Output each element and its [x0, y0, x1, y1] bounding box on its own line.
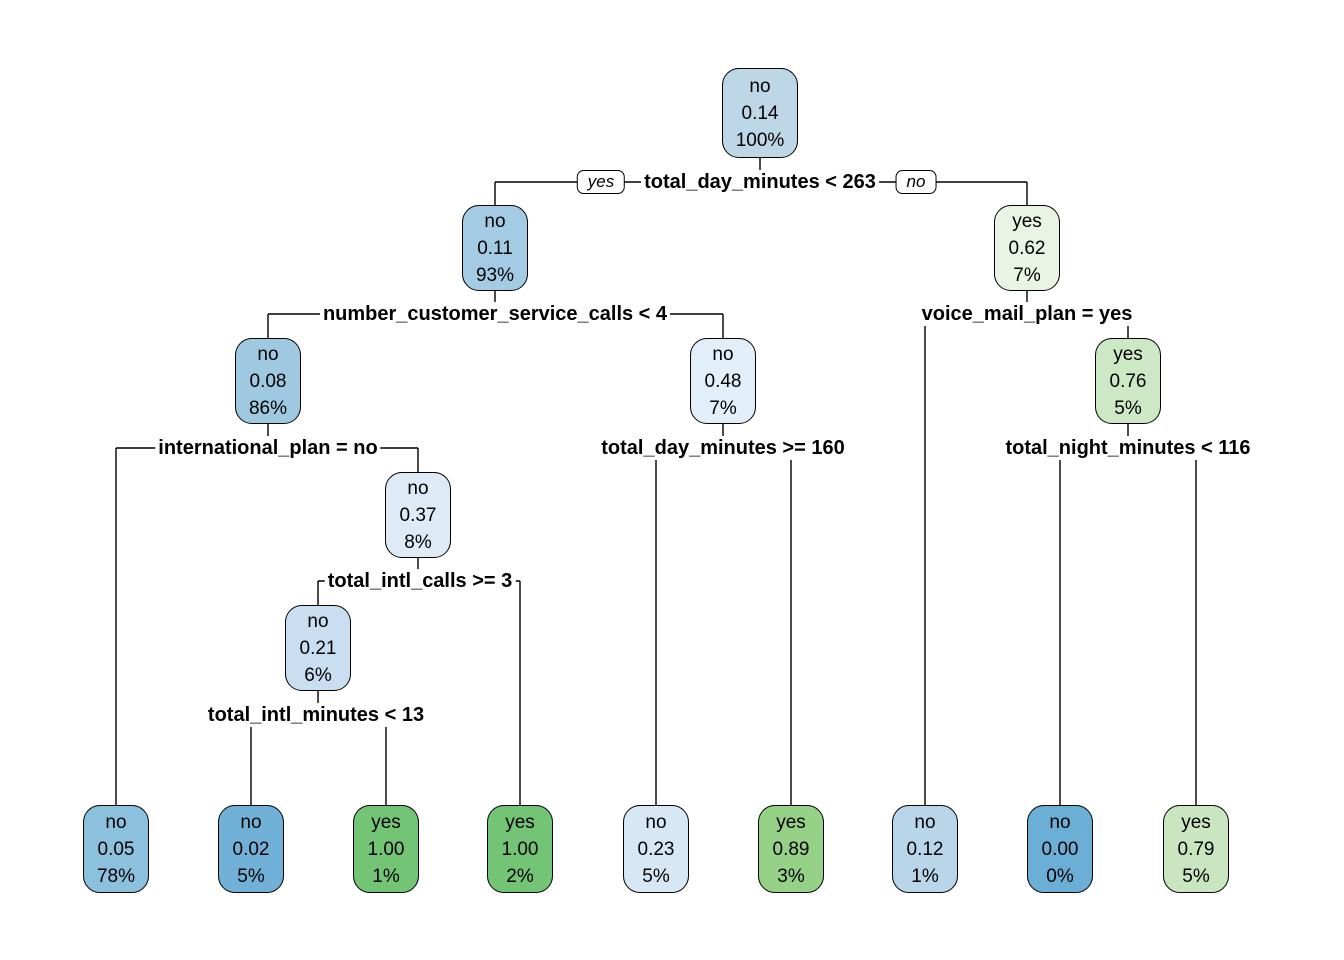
node-class-label: yes: [1181, 811, 1211, 833]
node-class-label: no: [484, 210, 506, 232]
split-label-total-day-minutes-160: total_day_minutes >= 160: [598, 436, 848, 460]
node-percent: 2%: [506, 865, 534, 887]
tree-node-86pct: no 0.08 86%: [235, 338, 301, 424]
node-class-label: no: [105, 811, 127, 833]
edge-label-yes: yes: [576, 170, 626, 194]
tree-node-7pct-yes: yes 0.62 7%: [994, 205, 1060, 291]
split-label-total-intl-minutes: total_intl_minutes < 13: [204, 703, 428, 727]
node-probability: 0.76: [1109, 370, 1147, 392]
node-percent: 6%: [304, 664, 332, 686]
node-probability: 0.23: [637, 838, 675, 860]
tree-node-21prob: no 0.21 6%: [285, 605, 351, 691]
tree-leaf-3: yes 1.00 1%: [353, 805, 419, 893]
node-percent: 3%: [777, 865, 805, 887]
tree-leaf-4: yes 1.00 2%: [487, 805, 553, 893]
tree-node-48prob: no 0.48 7%: [690, 338, 756, 424]
tree-leaf-7: no 0.12 1%: [892, 805, 958, 893]
node-probability: 0.79: [1177, 838, 1215, 860]
tree-leaf-2: no 0.02 5%: [218, 805, 284, 893]
node-percent: 5%: [1114, 397, 1142, 419]
tree-leaf-8: no 0.00 0%: [1027, 805, 1093, 893]
split-label-customer-service-calls: number_customer_service_calls < 4: [319, 302, 671, 326]
node-class-label: no: [712, 343, 734, 365]
node-percent: 100%: [735, 129, 785, 151]
node-probability: 0.62: [1008, 237, 1046, 259]
tree-leaf-1: no 0.05 78%: [83, 805, 149, 893]
node-probability: 0.89: [772, 838, 810, 860]
edge-label-no: no: [895, 170, 937, 194]
split-label-voice-mail-plan: voice_mail_plan = yes: [918, 302, 1136, 326]
node-percent: 1%: [911, 865, 939, 887]
node-probability: 0.14: [741, 102, 779, 124]
node-class-label: no: [645, 811, 667, 833]
node-percent: 1%: [372, 865, 400, 887]
tree-node-93pct: no 0.11 93%: [462, 205, 528, 291]
node-probability: 0.21: [299, 637, 337, 659]
tree-node-76prob: yes 0.76 5%: [1095, 338, 1161, 424]
node-class-label: no: [307, 610, 329, 632]
node-percent: 5%: [237, 865, 265, 887]
split-label-total-day-minutes-263: total_day_minutes < 263: [641, 170, 879, 194]
tree-leaf-6: yes 0.89 3%: [758, 805, 824, 893]
node-percent: 7%: [1013, 264, 1041, 286]
node-class-label: yes: [1012, 210, 1042, 232]
tree-node-root: no 0.14 100%: [722, 68, 798, 158]
node-class-label: no: [240, 811, 262, 833]
node-percent: 5%: [1182, 865, 1210, 887]
tree-node-37prob: no 0.37 8%: [385, 472, 451, 558]
node-probability: 0.08: [249, 370, 287, 392]
node-probability: 0.05: [97, 838, 135, 860]
node-class-label: yes: [776, 811, 806, 833]
node-class-label: yes: [371, 811, 401, 833]
split-label-total-intl-calls: total_intl_calls >= 3: [324, 569, 516, 593]
node-probability: 0.37: [399, 504, 437, 526]
node-class-label: no: [407, 477, 429, 499]
node-class-label: yes: [505, 811, 535, 833]
node-probability: 0.12: [906, 838, 944, 860]
split-label-total-night-minutes: total_night_minutes < 116: [1002, 436, 1254, 460]
node-probability: 0.02: [232, 838, 270, 860]
node-percent: 5%: [642, 865, 670, 887]
node-percent: 8%: [404, 531, 432, 553]
node-class-label: no: [1049, 811, 1071, 833]
node-class-label: yes: [1113, 343, 1143, 365]
node-probability: 1.00: [501, 838, 539, 860]
node-percent: 0%: [1046, 865, 1074, 887]
node-percent: 7%: [709, 397, 737, 419]
node-percent: 86%: [248, 397, 288, 419]
node-probability: 0.48: [704, 370, 742, 392]
node-probability: 0.00: [1041, 838, 1079, 860]
node-class-label: no: [749, 75, 771, 97]
node-probability: 1.00: [367, 838, 405, 860]
tree-leaf-5: no 0.23 5%: [623, 805, 689, 893]
node-probability: 0.11: [477, 237, 513, 259]
node-percent: 78%: [96, 865, 136, 887]
node-class-label: no: [914, 811, 936, 833]
tree-leaf-9: yes 0.79 5%: [1163, 805, 1229, 893]
node-class-label: no: [257, 343, 279, 365]
split-label-international-plan: international_plan = no: [155, 436, 381, 460]
node-percent: 93%: [475, 264, 515, 286]
